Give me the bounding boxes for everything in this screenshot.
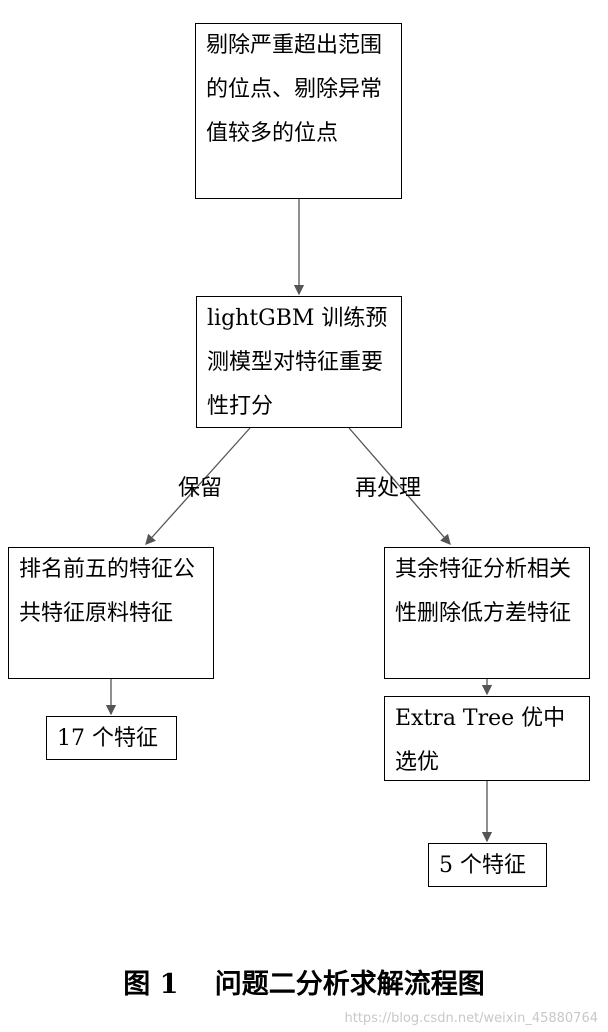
- figure-caption: 图 1 问题二分析求解流程图: [123, 969, 485, 1000]
- edge-label-keep: 保留: [178, 476, 223, 501]
- node-lightgbm: lightGBM 训练预测模型对特征重要性打分: [196, 296, 402, 428]
- node-5-features: 5 个特征: [428, 843, 547, 887]
- node-extra-tree: Extra Tree 优中选优: [384, 696, 590, 781]
- arrow-lightgbm-to-remaining: [348, 427, 451, 545]
- node-top-five: 排名前五的特征公共特征原料特征: [8, 547, 214, 679]
- node-remaining: 其余特征分析相关性删除低方差特征: [384, 547, 590, 679]
- watermark: https://blog.csdn.net/weixin_45880764: [344, 1011, 598, 1026]
- node-remove-sites: 剔除严重超出范围的位点、剔除异常值较多的位点: [195, 23, 402, 199]
- edge-label-reprocess: 再处理: [355, 476, 422, 501]
- arrow-lightgbm-to-topfive: [145, 427, 251, 545]
- node-17-features: 17 个特征: [46, 716, 177, 760]
